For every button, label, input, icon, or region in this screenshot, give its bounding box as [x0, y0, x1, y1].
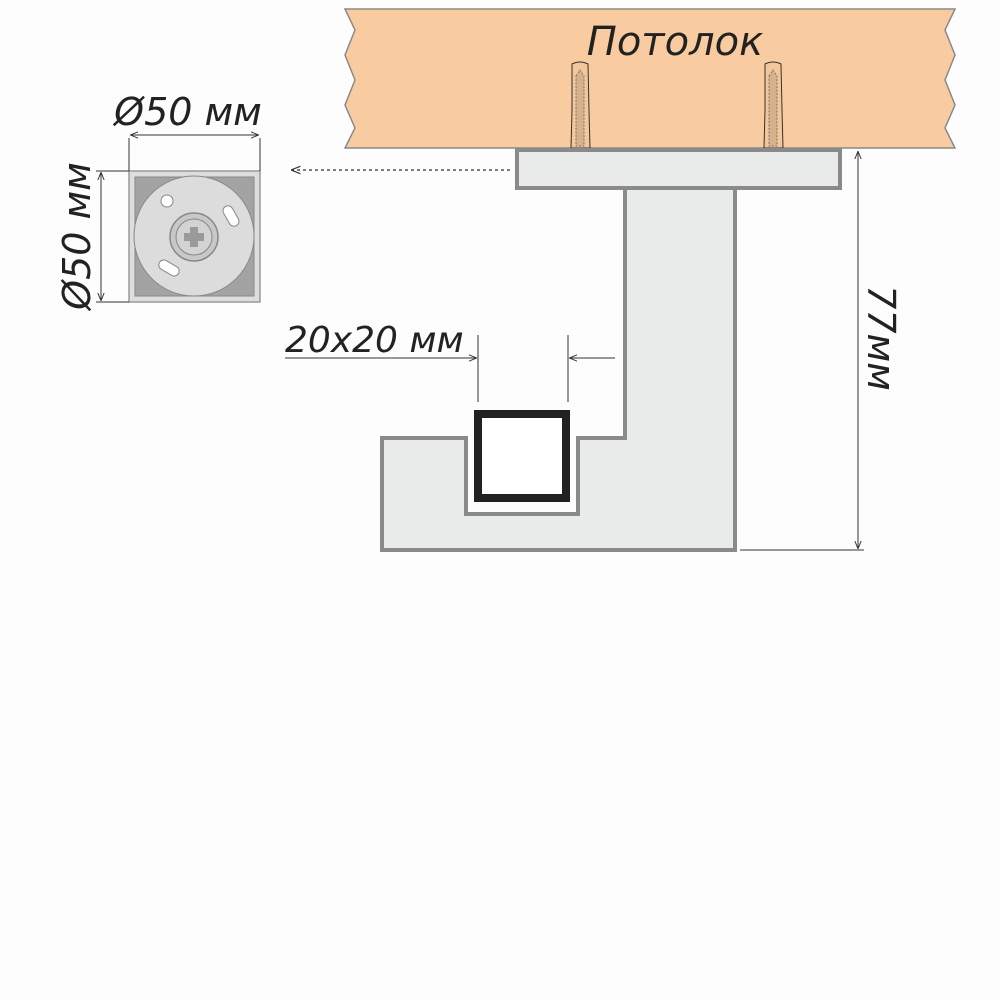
- height-label: 77мм: [859, 285, 903, 391]
- plate-width-label: Ø50 мм: [112, 90, 262, 134]
- profile-square: [474, 410, 570, 502]
- plate-dimensions: [96, 135, 261, 303]
- screw-head-icon: [184, 227, 204, 247]
- ceiling-label: Потолок: [587, 19, 764, 65]
- plate-top-view: [128, 170, 261, 303]
- height-dimension: [740, 152, 864, 551]
- dowel-icon: [763, 61, 784, 159]
- plate-height-label: Ø50 мм: [55, 162, 99, 312]
- profile-dimension: [285, 335, 615, 402]
- dowel-icon: [570, 61, 591, 159]
- profile-label: 20x20 мм: [285, 320, 464, 361]
- bracket-body: [380, 186, 737, 552]
- ceiling: [343, 8, 957, 149]
- mounting-plate: [515, 148, 842, 190]
